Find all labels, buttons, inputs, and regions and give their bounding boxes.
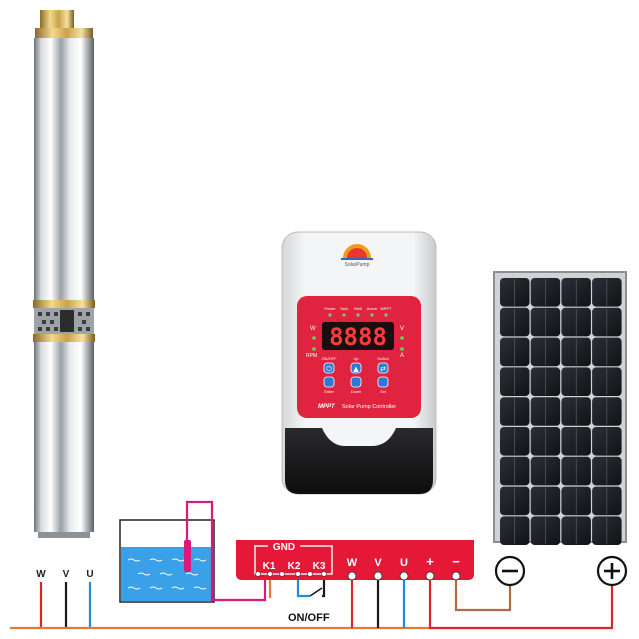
terminal-minus-label: −	[452, 554, 460, 569]
terminal-w-label: W	[347, 557, 358, 569]
terminal-k1-label: K1	[263, 561, 276, 572]
controller-button-set[interactable]	[377, 376, 389, 388]
button-glyph-icon: ⇄	[380, 365, 386, 373]
pump-brass-band-bottom	[33, 334, 95, 342]
solar-panel	[493, 271, 627, 545]
button-bottom-label: Down	[351, 389, 361, 394]
pump-label-u: U	[86, 569, 93, 580]
pump-motor-body	[34, 342, 94, 532]
pump-bottom-cap	[38, 532, 90, 538]
led-display	[322, 322, 394, 350]
side-label-rpm: RPM	[306, 353, 317, 359]
on-off-switch-lever[interactable]	[309, 587, 323, 597]
controller-footer-text: Solar Pump Controller	[342, 404, 396, 410]
side-label-a: A	[400, 353, 404, 359]
solar-cells	[500, 278, 622, 545]
wire-float-sensor	[185, 500, 267, 602]
tank-water	[121, 547, 213, 601]
led-well	[356, 313, 360, 317]
controller-buttons: ON/OFF ⏻ Enter Up ▲ Down Switch ⇄ Set	[321, 356, 388, 394]
terminal-k2-label: K2	[288, 561, 301, 572]
button-bottom-label: Set	[380, 389, 387, 394]
wire-dc-positive	[428, 580, 614, 630]
on-off-switch-label: ON/OFF	[288, 612, 330, 624]
controller-button-onoff[interactable]	[323, 362, 335, 374]
terminal-screws-k	[255, 571, 327, 577]
led-alarm	[370, 313, 374, 317]
solar-positive-terminal-icon	[596, 555, 628, 587]
button-bottom-label: Enter	[324, 389, 334, 394]
led-w	[312, 336, 316, 340]
led-display-digits: 8888	[329, 323, 387, 351]
indicator-alarm: Alarm	[367, 306, 378, 311]
pump-label-w: W	[36, 569, 46, 580]
button-top-label: ON/OFF	[321, 356, 337, 361]
pump-cable-guard	[60, 310, 74, 332]
pump-upper-body	[34, 38, 94, 300]
terminal-u-label: U	[400, 557, 408, 569]
led-a	[400, 347, 404, 351]
solar-negative-terminal-icon	[494, 555, 526, 587]
led-mppt	[384, 313, 388, 317]
gnd-label-bg	[268, 541, 300, 551]
terminal-plus-label: +	[426, 554, 434, 569]
gnd-label: GND	[273, 542, 295, 553]
terminal-k3-label: K3	[313, 561, 326, 572]
wiring	[10, 500, 614, 630]
terminal-screws-power	[347, 571, 461, 581]
water-tank	[119, 519, 215, 603]
controller-button-switch[interactable]	[377, 362, 389, 374]
pump-screen-holes	[38, 312, 90, 331]
pump-label-v: V	[63, 569, 70, 580]
indicator-well: Well	[354, 306, 362, 311]
led-tank	[342, 313, 346, 317]
wire-k3-switch	[322, 578, 326, 598]
side-label-v: V	[400, 326, 404, 332]
button-top-label: Up	[353, 356, 359, 361]
wire-k2-switch	[296, 578, 310, 598]
button-glyph-icon: ⏻	[326, 365, 332, 373]
sun-logo-icon	[341, 244, 373, 260]
pump-brass-band-top	[33, 300, 95, 308]
led-power	[328, 313, 332, 317]
controller-button-up[interactable]	[350, 362, 362, 374]
indicator-tank: Tank	[340, 306, 348, 311]
button-top-label: Switch	[377, 356, 389, 361]
terminal-block: GND K1 K2 K3 W V U + −	[236, 540, 474, 581]
led-rpm	[312, 347, 316, 351]
controller-terminal-cover	[285, 428, 433, 494]
controller-brand: SolarPump	[345, 262, 370, 268]
button-glyph-icon: ▲	[353, 365, 359, 373]
pump-outlet-fitting	[40, 10, 74, 30]
side-label-w: W	[310, 326, 316, 332]
controller-footer-mppt: MPPT	[318, 404, 336, 410]
controller-button-down[interactable]	[350, 376, 362, 388]
indicator-mppt: MPPT	[380, 306, 392, 311]
pump-top-ring	[35, 28, 93, 38]
terminal-v-label: V	[374, 557, 382, 569]
led-v	[400, 336, 404, 340]
float-sensor-probe	[184, 540, 191, 572]
wire-dc-negative	[454, 580, 512, 612]
indicator-power: Power	[324, 306, 336, 311]
submersible-pump	[33, 10, 95, 538]
controller-button-enter[interactable]	[323, 376, 335, 388]
water-ripples	[127, 558, 207, 590]
